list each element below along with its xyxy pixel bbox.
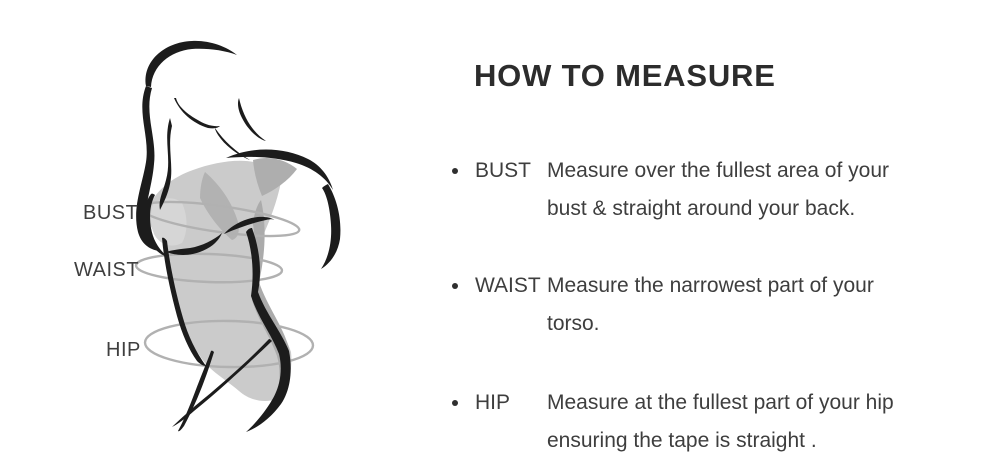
description-line: ensuring the tape is straight . [547, 429, 817, 452]
bullet-icon [452, 283, 458, 289]
bullet-icon [452, 168, 458, 174]
measure-term: BUST [475, 159, 532, 182]
page-title: HOW TO MEASURE [474, 58, 776, 93]
figure-shoulder-shade [253, 158, 297, 196]
measurement-figure-illustration [134, 40, 341, 432]
bust-outline-stroke [143, 193, 169, 258]
measure-description: Measure the narrowest part of your torso… [547, 267, 932, 343]
left-torso-stroke [162, 237, 206, 366]
shoulder-stroke [226, 149, 333, 190]
figure-label-hip: HIP [106, 339, 141, 361]
hair-inner-strand [159, 118, 172, 210]
jaw-stroke [174, 98, 220, 129]
description-line: Measure the narrowest part of your torso… [547, 274, 874, 335]
figure-label-waist: WAIST [74, 259, 140, 281]
list-item-waist: WAIST Measure the narrowest part of your… [452, 267, 932, 343]
description-line: bust & straight around your back. [547, 197, 856, 220]
waist-tape-ring [134, 252, 284, 284]
measure-term: HIP [475, 391, 511, 414]
list-item-hip: HIP Measure at the fullest part of your … [452, 384, 932, 460]
underbust-right-stroke [224, 216, 275, 234]
description-line: Measure over the fullest area of your [547, 159, 890, 182]
bullet-icon [452, 400, 458, 406]
underbust-stroke [166, 233, 222, 255]
hip-tape-ring [143, 319, 315, 369]
measure-instruction-list: BUST Measure over the fullest area of yo… [452, 152, 932, 460]
hair-wave-stroke [136, 86, 160, 251]
description-line: Measure at the fullest part of your hip [547, 391, 894, 414]
figure-label-bust: BUST [83, 202, 139, 224]
neck-stroke [238, 98, 266, 141]
measure-description: Measure over the fullest area of your bu… [547, 152, 932, 228]
list-item-bust: BUST Measure over the fullest area of yo… [452, 152, 932, 228]
inner-leg-stroke [178, 350, 214, 432]
hair-top-stroke [145, 40, 237, 87]
right-torso-stroke [246, 228, 291, 432]
measure-term: WAIST [475, 274, 541, 297]
arm-stroke [321, 184, 341, 269]
figure-outlines [136, 40, 341, 432]
thigh-line-stroke [172, 339, 272, 427]
measure-description: Measure at the fullest part of your hip … [547, 384, 932, 460]
